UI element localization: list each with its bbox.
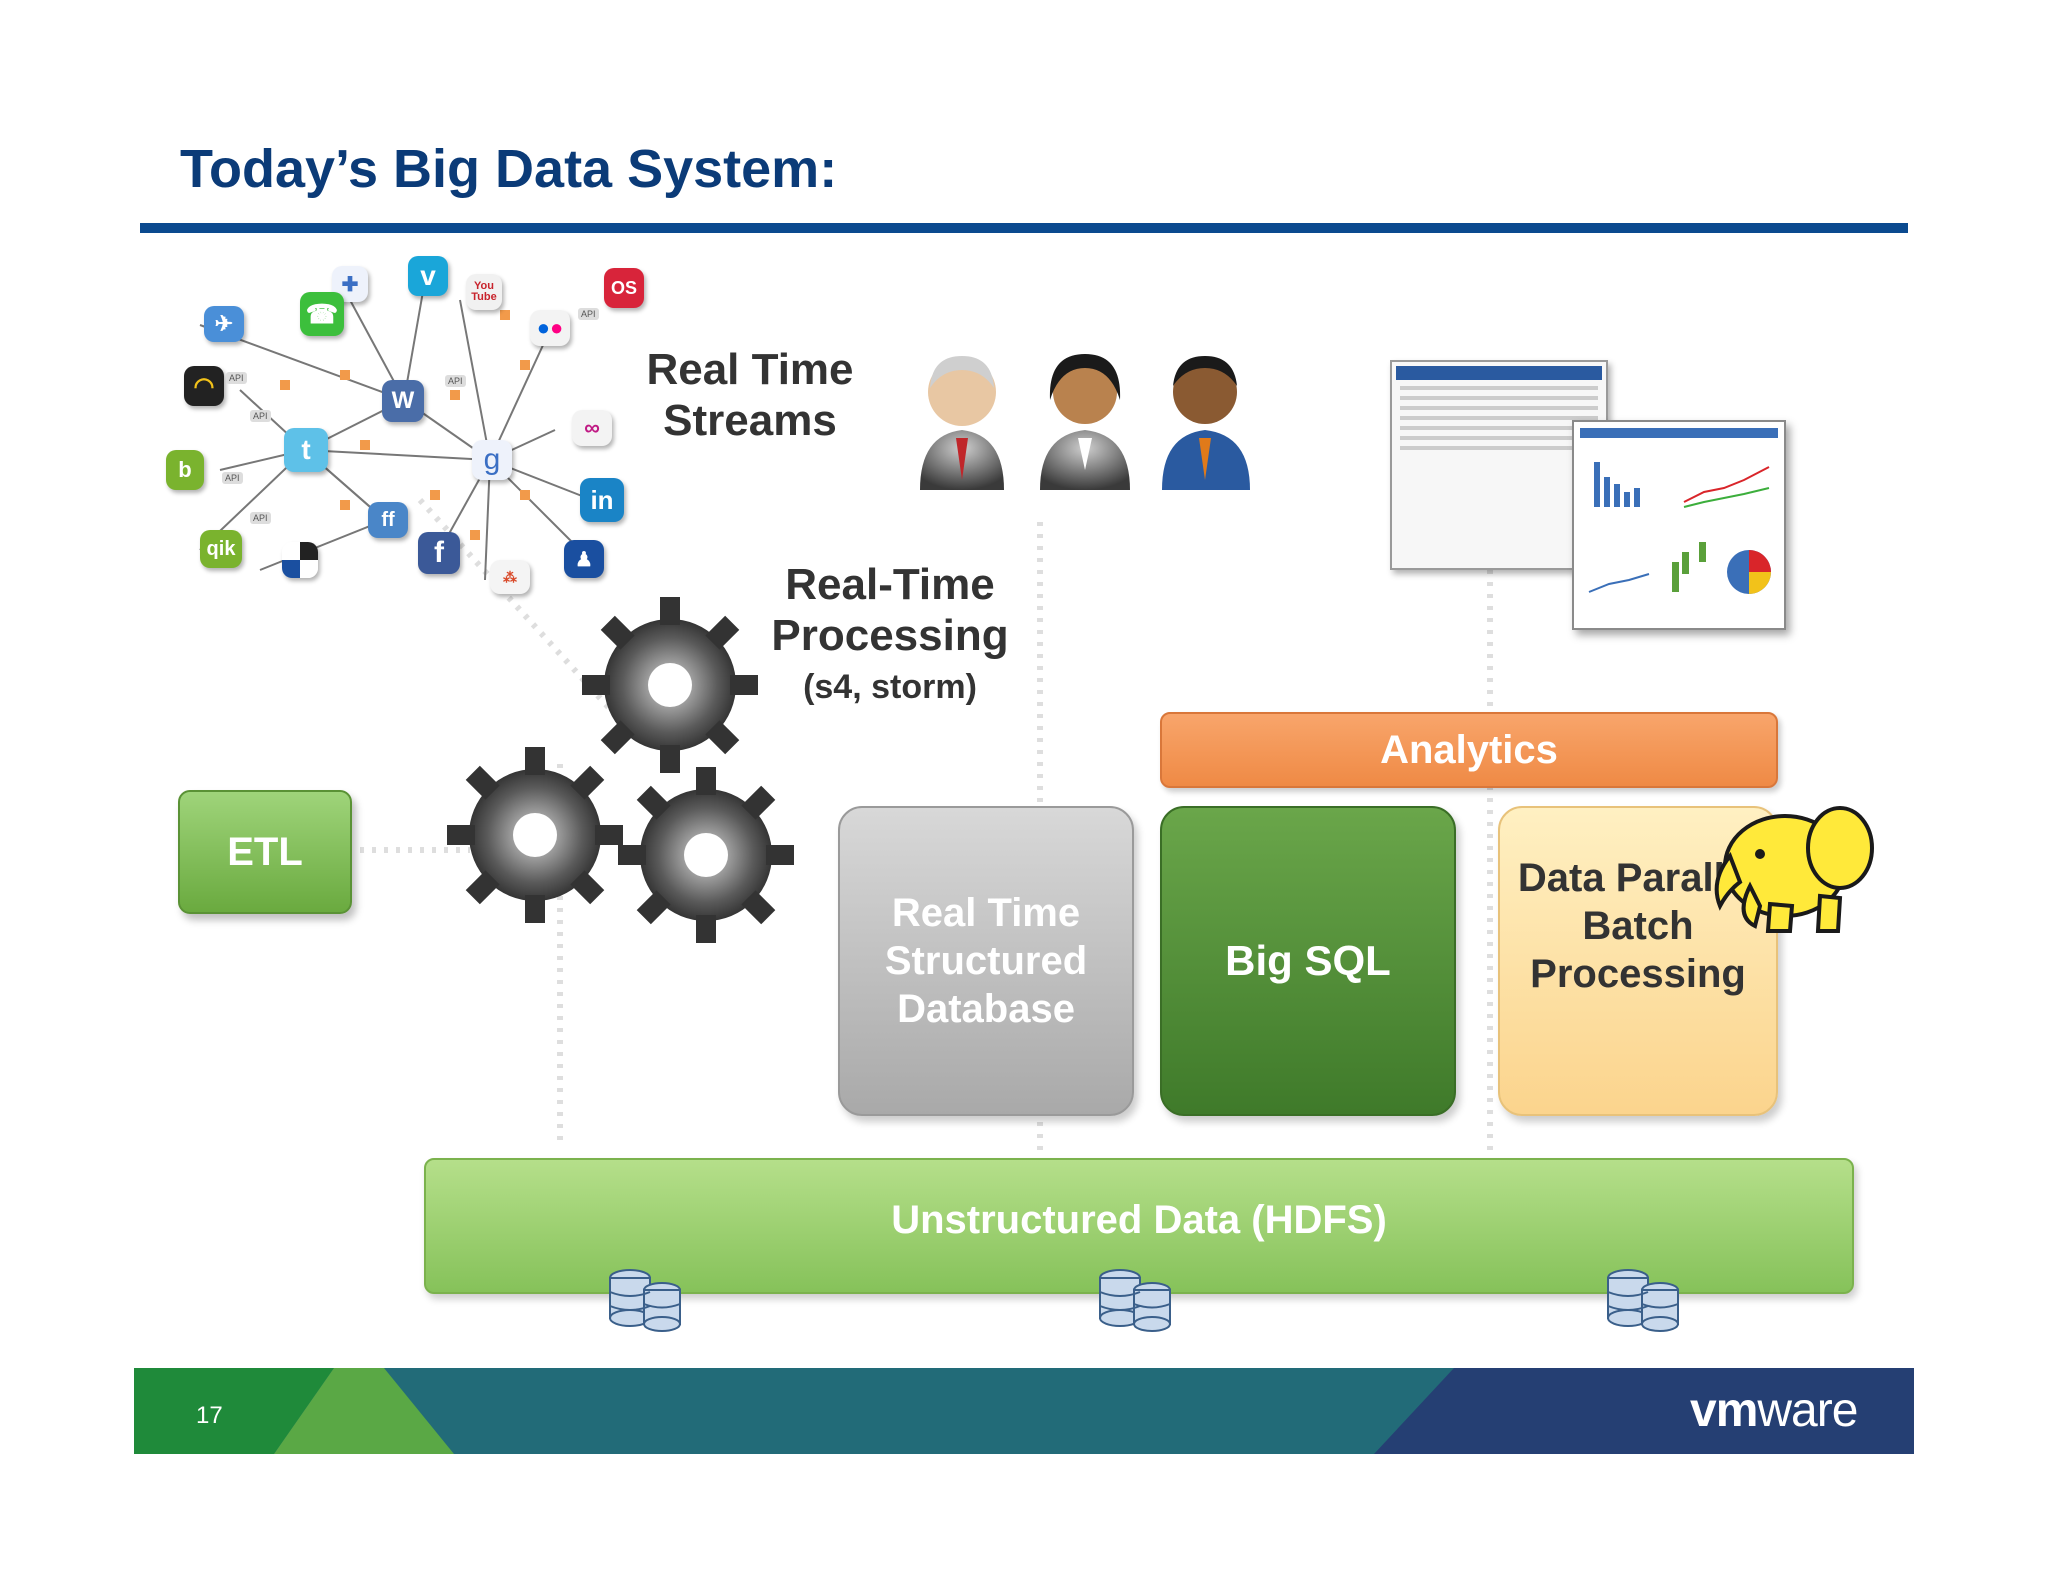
real-time-streams-label: Real Time Streams (646, 345, 854, 445)
gear-right (618, 767, 794, 943)
vimeo-icon: v (408, 256, 448, 296)
blogger-icon: b (166, 450, 204, 490)
youtube-icon: You Tube (466, 274, 502, 310)
twitter-icon: t (284, 428, 328, 472)
etl-box: ETL (178, 790, 352, 914)
facebook-icon: f (418, 532, 460, 574)
delicious-icon: ✚ (332, 266, 368, 302)
bird-icon: ✈ (204, 306, 244, 342)
gears-decoration (447, 597, 794, 943)
footer-band (134, 1368, 1914, 1454)
api-tag: API (578, 308, 599, 320)
database-stack-icon (609, 1269, 681, 1332)
dashboard-screenshot (1572, 420, 1786, 630)
real-time-processing-label: Real-Time Processing (771, 560, 1009, 660)
title-rule (140, 223, 1908, 233)
friendfeed-icon: ff (368, 502, 408, 538)
cooliris-icon: ∞ (572, 410, 612, 446)
vmware-logo: vmware (1690, 1383, 1858, 1438)
linkedin-icon: in (580, 478, 624, 522)
analytics-bar: Analytics (1160, 712, 1778, 788)
api-tag: API (250, 410, 271, 422)
api-tag: API (250, 512, 271, 524)
processing-tools-label: (s4, storm) (803, 668, 977, 706)
vmware-logo-ware: ware (1757, 1384, 1858, 1437)
vmware-logo-vm: vm (1690, 1384, 1758, 1437)
rss-icon: ◠ (184, 366, 224, 406)
people-network-icon: ⁂ (490, 560, 530, 594)
hdfs-bar: Unstructured Data (HDFS) (424, 1158, 1854, 1294)
real-time-structured-database-box: Real Time Structured Database (838, 806, 1134, 1116)
myspace-icon: ♟ (564, 540, 604, 578)
user-figure-2 (1040, 354, 1130, 490)
google-icon: g (472, 440, 512, 480)
gear-top (582, 597, 758, 773)
report-screenshot (1390, 360, 1608, 570)
big-sql-box: Big SQL (1160, 806, 1456, 1116)
dashboard-charts (1580, 428, 1778, 594)
api-tag: API (445, 375, 466, 387)
gear-left (447, 747, 623, 923)
social-network-cluster: ✚ v You Tube OS ✈ ☎ ●● ◠ W ∞ t g b in ff… (160, 250, 660, 600)
hadoop-elephant-icon (1714, 806, 1874, 933)
qik-icon: qik (200, 530, 242, 568)
api-tag: API (222, 472, 243, 484)
database-stack-icon (1607, 1269, 1679, 1332)
slide-title: Today’s Big Data System: (180, 139, 838, 199)
delicious-grid-icon (282, 542, 318, 578)
user-figure-1 (920, 356, 1004, 490)
users-group (920, 354, 1250, 490)
lastfm-icon: OS (604, 268, 644, 308)
api-tag: API (226, 372, 247, 384)
flickr-icon: ●● (530, 310, 570, 346)
chat-bubble-icon: ☎ (300, 292, 344, 336)
user-figure-3 (1162, 356, 1250, 490)
database-stack-icon (1099, 1269, 1171, 1332)
slide-number: 17 (196, 1402, 223, 1429)
wordpress-icon: W (382, 380, 424, 422)
